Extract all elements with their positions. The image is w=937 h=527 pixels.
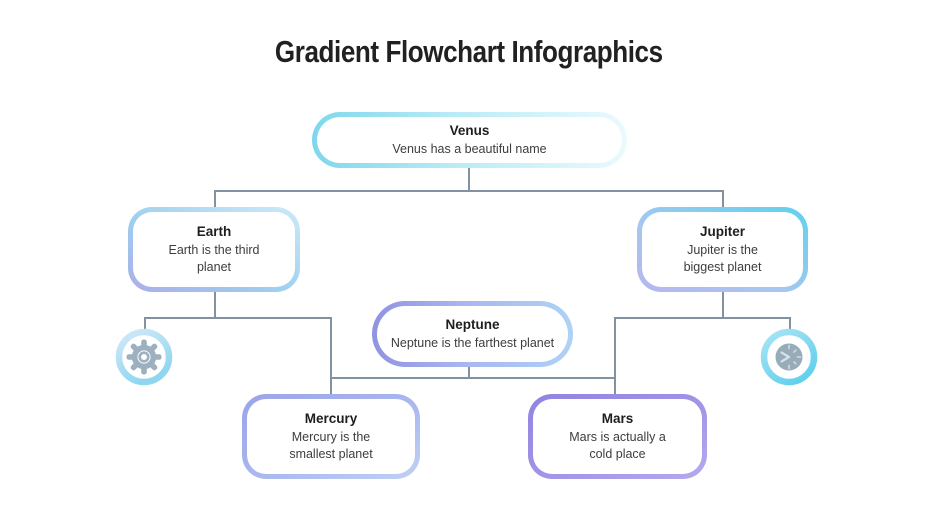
connector-line	[468, 167, 470, 191]
node-neptune-title: Neptune	[445, 316, 500, 332]
node-earth-description: Earth is the third planet	[168, 243, 260, 274]
node-mars: Mars Mars is actually a cold place	[528, 394, 707, 479]
node-neptune: Neptune Neptune is the farthest planet	[372, 301, 573, 367]
node-jupiter-title: Jupiter	[699, 224, 745, 240]
node-mars-description: Mars is actually a cold place	[569, 430, 666, 461]
node-earth: Earth Earth is the third planet	[128, 207, 300, 292]
page-title: Gradient Flowchart Infographics	[274, 34, 663, 69]
connector-line	[214, 190, 216, 209]
connector-line	[614, 317, 616, 396]
connector-line	[214, 190, 723, 192]
connector-line	[722, 291, 724, 318]
page-title-container: Gradient Flowchart Infographics	[0, 34, 937, 70]
node-venus-title: Venus	[449, 122, 490, 138]
node-mercury-description: Mercury is the smallest planet	[289, 430, 373, 461]
node-jupiter-body: Jupiter Jupiter is the biggest planet	[642, 212, 803, 287]
connector-line	[789, 317, 791, 331]
node-mercury: Mercury Mercury is the smallest planet	[242, 394, 420, 479]
node-mars-title: Mars	[601, 411, 634, 427]
node-venus: Venus Venus has a beautiful name	[312, 112, 627, 168]
connector-line	[614, 317, 790, 319]
connector-line	[330, 377, 615, 379]
node-earth-title: Earth	[196, 224, 232, 240]
node-mars-body: Mars Mars is actually a cold place	[533, 399, 702, 474]
connector-line	[330, 317, 332, 396]
node-neptune-description: Neptune is the farthest planet	[390, 335, 555, 350]
connector-line	[144, 317, 331, 319]
clock-icon	[760, 328, 818, 386]
connector-line	[214, 291, 216, 318]
connector-line	[722, 190, 724, 209]
node-jupiter: Jupiter Jupiter is the biggest planet	[637, 207, 808, 292]
node-jupiter-description: Jupiter is the biggest planet	[683, 243, 762, 274]
node-mercury-title: Mercury	[304, 411, 358, 427]
connector-line	[144, 317, 146, 331]
node-earth-body: Earth Earth is the third planet	[133, 212, 295, 287]
node-venus-description: Venus has a beautiful name	[392, 141, 547, 156]
node-mercury-body: Mercury Mercury is the smallest planet	[247, 399, 415, 474]
node-neptune-body: Neptune Neptune is the farthest planet	[377, 306, 568, 362]
connector-line	[468, 366, 470, 378]
node-venus-body: Venus Venus has a beautiful name	[317, 117, 622, 163]
gear-icon	[115, 328, 173, 386]
